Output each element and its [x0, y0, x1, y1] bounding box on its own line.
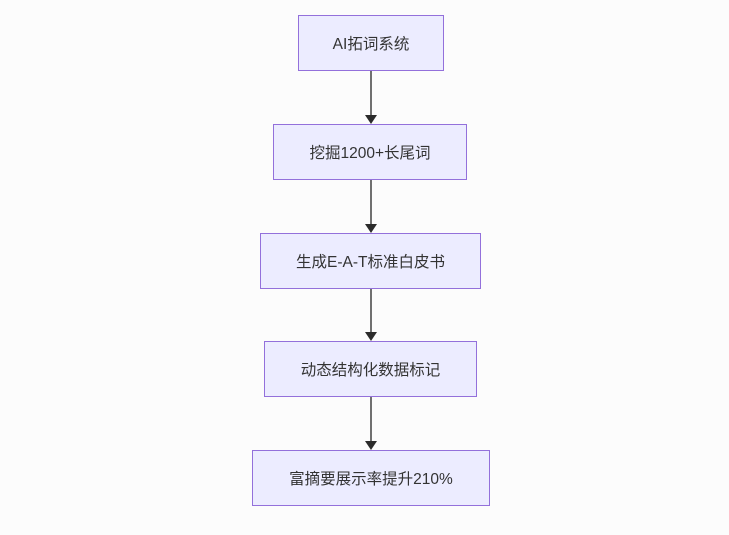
arrow-c-to-d — [365, 289, 377, 341]
node-label: 生成E-A-T标准白皮书 — [296, 254, 445, 271]
arrow-b-to-c — [365, 180, 377, 233]
node-label: 富摘要展示率提升210% — [289, 471, 453, 488]
arrow-line — [370, 180, 372, 224]
node-longtail-keyword-mining: 挖掘1200+长尾词 — [273, 124, 467, 180]
node-label: 挖掘1200+长尾词 — [309, 145, 431, 162]
node-dynamic-structured-data-markup: 动态结构化数据标记 — [264, 341, 477, 397]
arrow-a-to-b — [365, 71, 377, 124]
node-rich-snippet-rate-result: 富摘要展示率提升210% — [252, 450, 490, 506]
arrow-line — [370, 397, 372, 441]
arrow-line — [370, 71, 372, 115]
arrow-line — [370, 289, 372, 332]
node-ai-word-expansion-system: AI拓词系统 — [298, 15, 444, 71]
arrowhead-icon — [365, 224, 377, 233]
arrowhead-icon — [365, 441, 377, 450]
arrowhead-icon — [365, 332, 377, 341]
node-label: AI拓词系统 — [332, 36, 410, 53]
arrow-d-to-e — [365, 397, 377, 450]
node-eat-whitepaper-generation: 生成E-A-T标准白皮书 — [260, 233, 481, 289]
arrowhead-icon — [365, 115, 377, 124]
node-label: 动态结构化数据标记 — [300, 362, 441, 379]
